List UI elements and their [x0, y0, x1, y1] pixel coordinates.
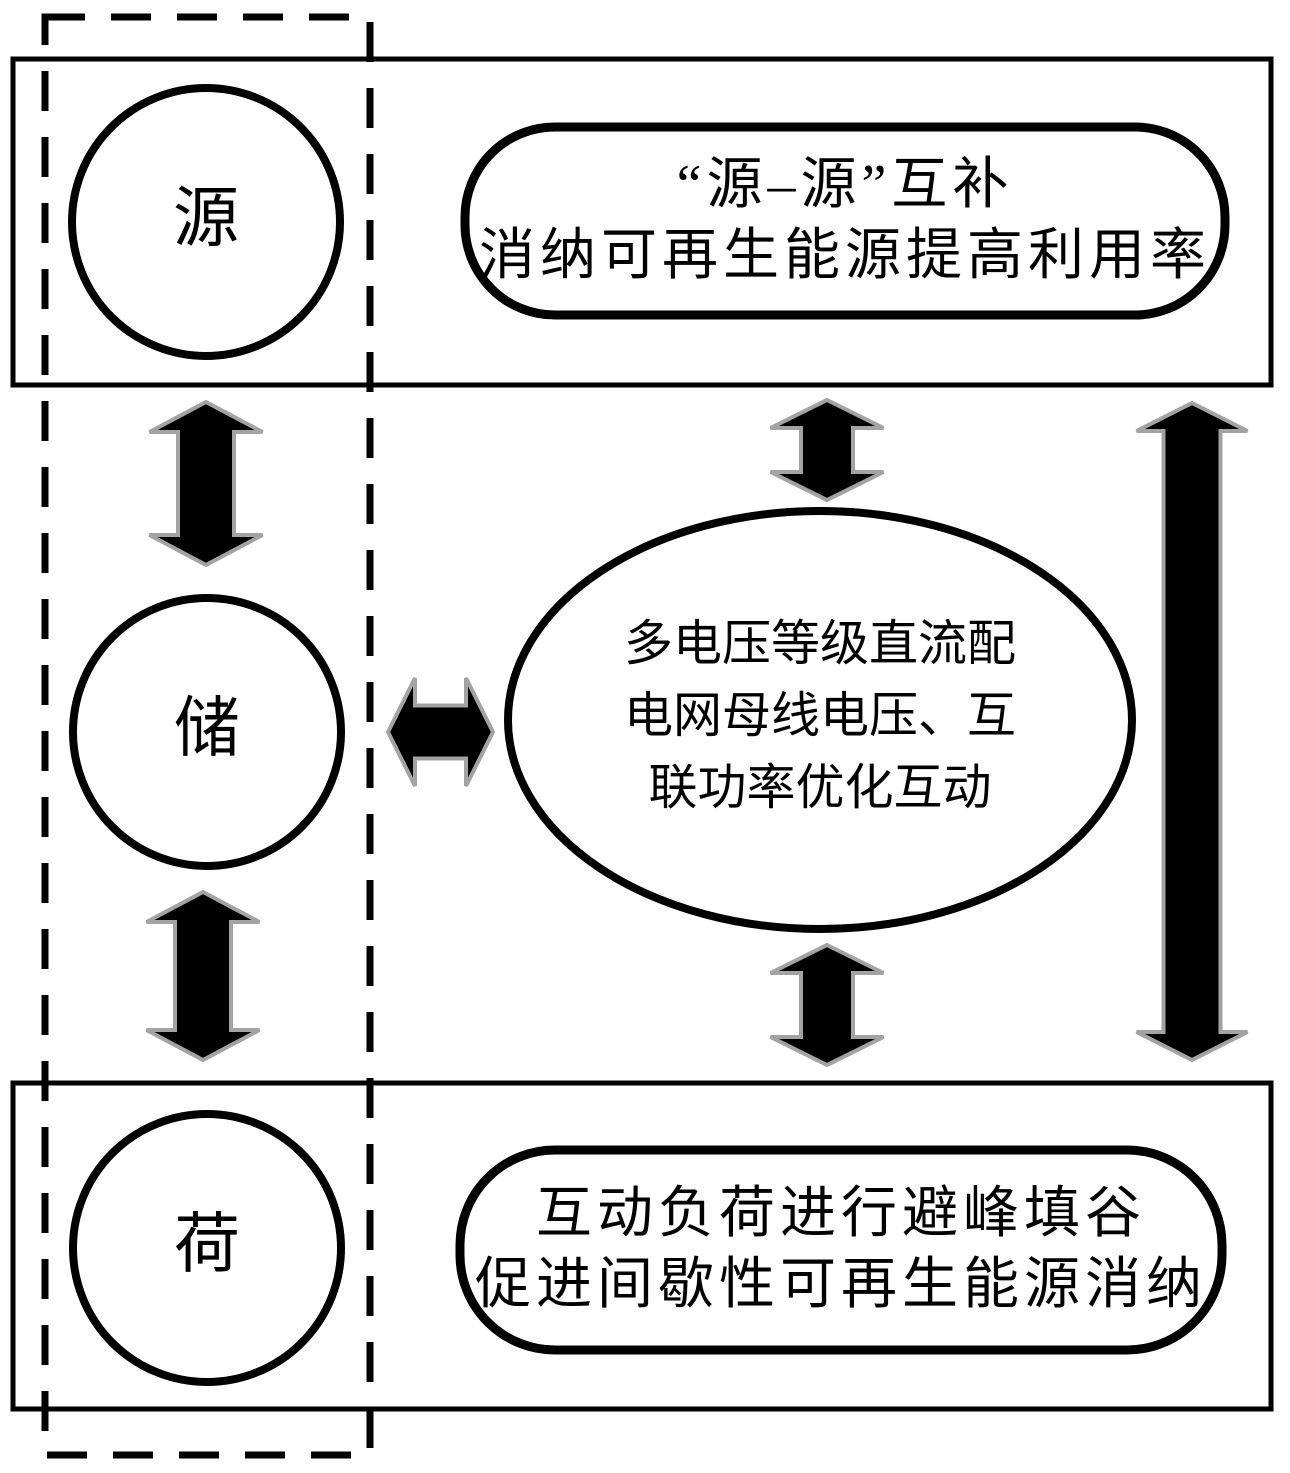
arrow-topbox-bottombox-long	[1135, 400, 1249, 1063]
bottom-box-line-1: 互动负荷进行避峰填谷	[536, 1183, 1146, 1246]
arrow-storage-ellipse	[385, 677, 496, 787]
top-box-line-1: “源–源”互补	[676, 154, 1014, 217]
bottom-rounded-box	[455, 1145, 1227, 1355]
dashed-group-rect	[41, 13, 374, 1459]
storage-circle-label: 储	[174, 692, 240, 766]
ellipse-line-3: 联功率优化互动	[648, 760, 992, 815]
bottom-box-line-2: 促进间歇性可再生能源消纳	[475, 1254, 1207, 1316]
center-ellipse	[504, 507, 1136, 933]
bottom-band-rect	[10, 1080, 1274, 1412]
arrow-storage-load	[145, 889, 261, 1063]
arrow-ellipse-bottombox	[769, 942, 885, 1068]
storage-circle	[69, 594, 345, 870]
load-circle-label: 荷	[174, 1208, 240, 1282]
ellipse-line-1: 多电压等级直流配	[623, 615, 1016, 671]
load-circle	[69, 1110, 345, 1386]
ellipse-line-2: 电网母线电压、互	[623, 687, 1016, 743]
source-circle	[68, 84, 344, 360]
top-box-text: “源–源”互补 消纳可再生能源提高利用率	[465, 127, 1225, 315]
top-band-rect	[10, 56, 1274, 388]
top-rounded-box	[460, 122, 1230, 320]
arrow-topbox-ellipse	[769, 397, 885, 503]
source-circle-label: 源	[173, 182, 239, 256]
center-ellipse-text: 多电压等级直流配 电网母线电压、互 联功率优化互动	[560, 600, 1080, 832]
top-box-line-2: 消纳可再生能源提高利用率	[479, 225, 1211, 287]
bottom-box-text: 互动负荷进行避峰填谷 促进间歇性可再生能源消纳	[460, 1150, 1222, 1350]
arrow-source-storage	[148, 399, 264, 568]
